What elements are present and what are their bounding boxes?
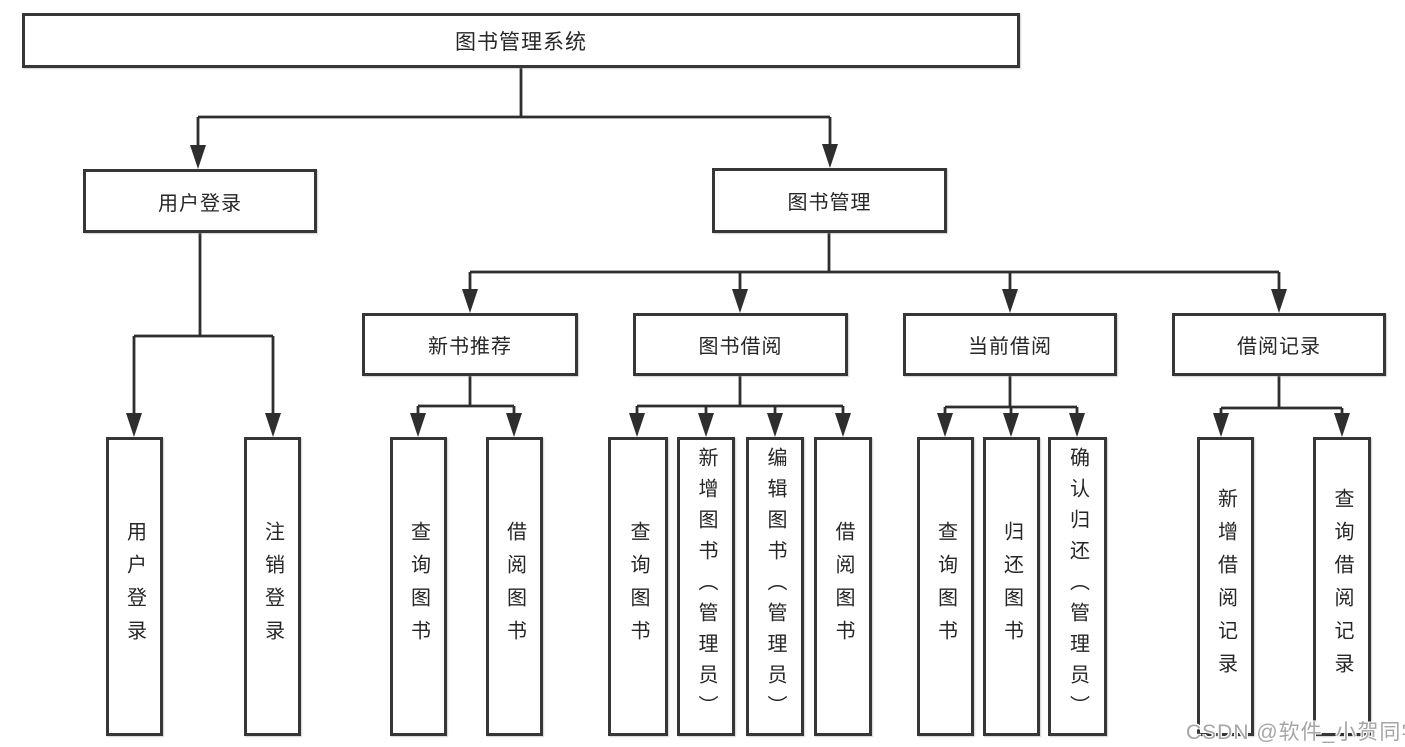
- leaf-records-query-borrow-record-label: 查询借阅记录: [1331, 487, 1353, 686]
- leaf-borrowing-query-books: 查询图书: [608, 437, 668, 736]
- leaf-borrowing-query-books-label: 查询图书: [627, 520, 649, 653]
- node-book-borrowing: 图书借阅: [633, 313, 848, 376]
- leaf-records-add-borrow-record-label: 新增借阅记录: [1214, 487, 1237, 686]
- leaf-borrowing-edit-books-admin-label: 编辑图书（管理员）: [764, 447, 786, 726]
- leaf-logout-login: 注销登录: [244, 437, 301, 736]
- node-new-book-recommendation: 新书推荐: [362, 313, 578, 376]
- leaf-current-query-books: 查询图书: [917, 437, 974, 736]
- node-library-management-system: 图书管理系统: [22, 13, 1020, 68]
- leaf-newbook-query-books-label: 查询图书: [407, 520, 430, 653]
- leaf-borrowing-edit-books-admin: 编辑图书（管理员）: [746, 437, 804, 736]
- csdn-watermark: CSDN @软件_小贺同学: [1186, 721, 1405, 744]
- leaf-borrowing-add-books-admin: 新增图书（管理员）: [677, 437, 735, 736]
- leaf-user-login: 用户登录: [106, 437, 163, 736]
- node-book-management: 图书管理: [712, 168, 947, 233]
- node-user-login: 用户登录: [83, 169, 317, 233]
- leaf-current-confirm-return-admin: 确认归还（管理员）: [1048, 437, 1107, 736]
- leaf-current-return-books-label: 归还图书: [1000, 520, 1023, 653]
- leaf-records-query-borrow-record: 查询借阅记录: [1313, 437, 1371, 736]
- leaf-borrowing-add-books-admin-label: 新增图书（管理员）: [695, 447, 717, 726]
- leaf-newbook-query-books: 查询图书: [390, 437, 447, 736]
- node-current-borrowing: 当前借阅: [903, 313, 1117, 376]
- node-borrowing-records: 借阅记录: [1172, 313, 1386, 376]
- leaf-current-confirm-return-admin-label: 确认归还（管理员）: [1066, 447, 1089, 726]
- leaf-records-add-borrow-record: 新增借阅记录: [1197, 437, 1254, 736]
- leaf-current-query-books-label: 查询图书: [934, 520, 957, 653]
- leaf-current-return-books: 归还图书: [983, 437, 1040, 736]
- leaf-borrowing-borrow-books-label: 借阅图书: [832, 520, 854, 653]
- leaf-newbook-borrow-books: 借阅图书: [486, 437, 543, 736]
- leaf-logout-login-label: 注销登录: [261, 520, 284, 653]
- leaf-newbook-borrow-books-label: 借阅图书: [503, 520, 526, 653]
- leaf-user-login-label: 用户登录: [123, 520, 146, 653]
- leaf-borrowing-borrow-books: 借阅图书: [814, 437, 872, 736]
